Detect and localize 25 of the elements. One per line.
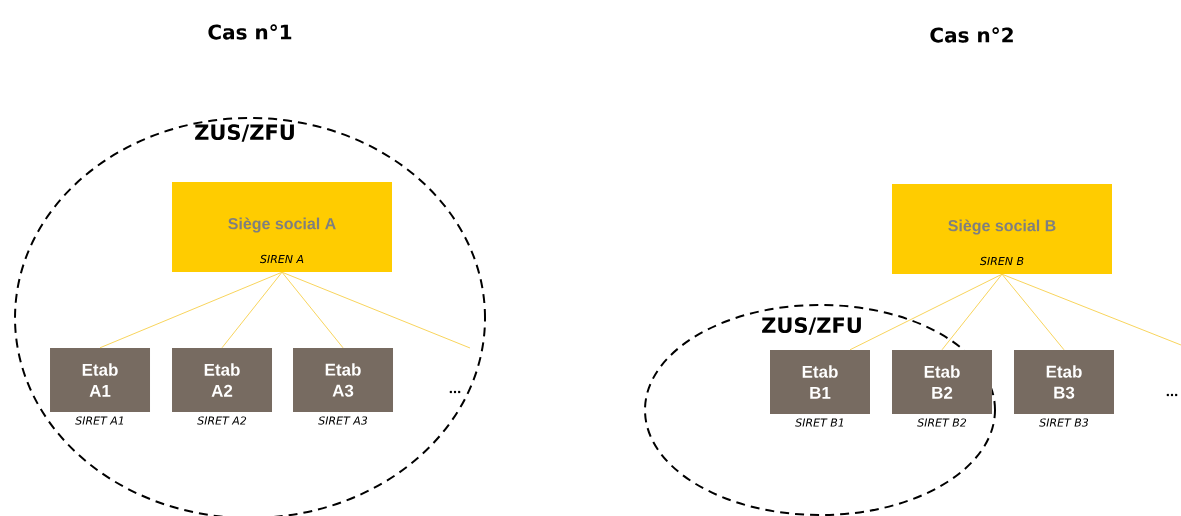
ellipsis-text: ... xyxy=(449,390,461,394)
connector-line xyxy=(281,271,344,349)
establishment-box: Etab B3 xyxy=(1014,350,1114,414)
siret-label: SIRET A1 xyxy=(75,416,124,425)
connector-line xyxy=(849,273,1003,351)
connector-line xyxy=(221,271,283,349)
establishment-box: Etab A2 xyxy=(172,348,272,412)
connector-line xyxy=(99,271,283,349)
headquarters-box: Siège social B SIREN B xyxy=(892,184,1112,274)
siret-label: SIRET B2 xyxy=(917,418,967,427)
connector-line xyxy=(281,271,471,349)
case-title: Cas n°2 xyxy=(930,27,1013,43)
siret-label: SIRET A2 xyxy=(197,416,247,425)
establishment-box: Etab A3 xyxy=(293,348,393,412)
connector-line xyxy=(1001,273,1065,351)
establishment-box: Etab B1 xyxy=(770,350,870,414)
connector-line xyxy=(1001,273,1181,346)
case-title: Cas n°1 xyxy=(208,24,292,40)
siret-label: SIRET A3 xyxy=(318,416,368,425)
ellipsis-text: ... xyxy=(1166,393,1178,397)
connector-line xyxy=(941,273,1003,351)
siret-label: SIRET B1 xyxy=(795,418,844,427)
establishment-box: Etab A1 xyxy=(50,348,150,412)
siret-label: SIRET B3 xyxy=(1039,418,1089,427)
headquarters-box: Siège social A SIREN A xyxy=(172,182,392,272)
